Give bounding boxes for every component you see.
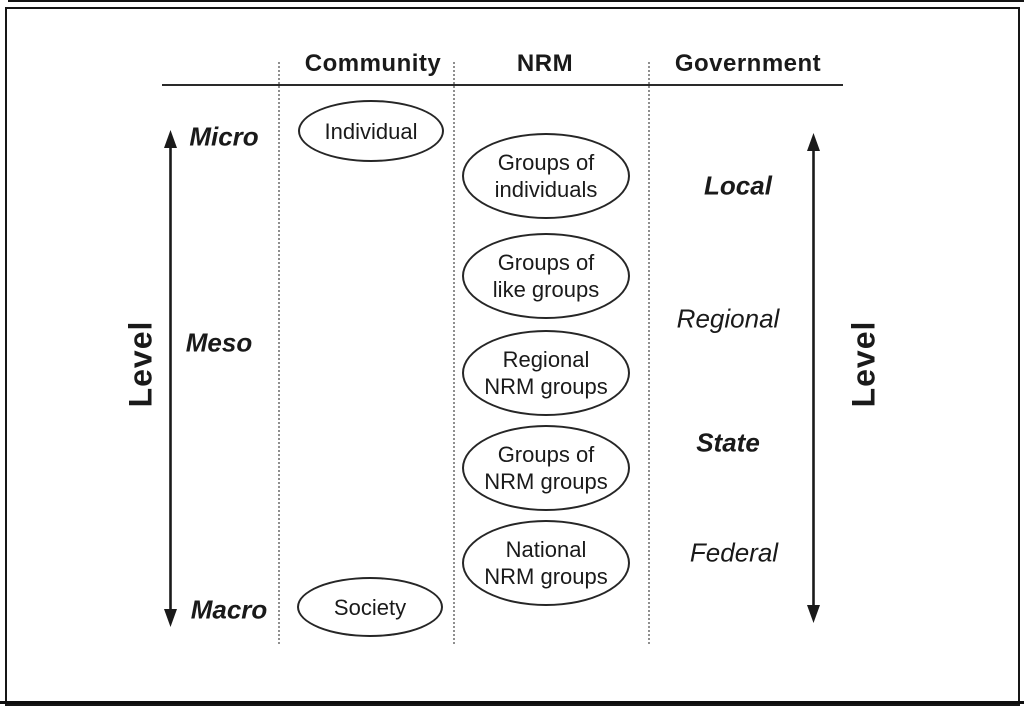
gov-label-regional: Regional (676, 303, 780, 334)
top-scan-line (8, 0, 1024, 2)
right-axis-caption: Level (845, 320, 882, 408)
level-label-macro: Macro (190, 594, 268, 625)
ellipse-groups-of-nrm-groups: Groups of NRM groups (462, 425, 630, 511)
ellipse-regional-nrm-groups-line2: NRM groups (484, 374, 608, 399)
left-level-arrow (164, 130, 177, 627)
column-divider-left (278, 62, 280, 644)
column-header-nrm: NRM (516, 50, 574, 77)
ellipse-groups-of-individuals-line2: individuals (494, 177, 598, 202)
ellipse-regional-nrm-groups: Regional NRM groups (462, 330, 630, 416)
ellipse-individual: Individual (298, 100, 444, 162)
column-header-government: Government (674, 50, 822, 77)
column-header-community: Community (304, 50, 442, 77)
ellipse-groups-of-like-groups: Groups of like groups (462, 233, 630, 319)
column-divider-middle (453, 62, 455, 644)
left-axis-caption: Level (122, 320, 159, 408)
gov-label-federal: Federal (689, 537, 779, 568)
ellipse-groups-of-like-groups-line2: like groups (492, 277, 600, 302)
ellipse-groups-of-nrm-groups-line1: Groups of (497, 442, 595, 467)
ellipse-groups-of-individuals: Groups of individuals (462, 133, 630, 219)
ellipse-individual-label: Individual (324, 118, 418, 144)
ellipse-regional-nrm-groups-line1: Regional (502, 347, 590, 372)
ellipse-groups-of-like-groups-line1: Groups of (497, 250, 595, 275)
column-divider-right (648, 62, 650, 644)
right-level-arrow (807, 133, 820, 623)
level-label-meso: Meso (185, 327, 253, 358)
level-label-micro: Micro (189, 121, 259, 152)
ellipse-national-nrm-groups-line1: National (505, 537, 587, 562)
header-rule (162, 84, 843, 86)
ellipse-groups-of-individuals-line1: Groups of (497, 150, 595, 175)
gov-label-local: Local (704, 170, 772, 201)
figure-border (5, 7, 1020, 706)
bottom-scan-line (0, 701, 1024, 704)
ellipse-society-label: Society (333, 594, 407, 620)
ellipse-national-nrm-groups-line2: NRM groups (484, 564, 608, 589)
ellipse-society: Society (297, 577, 443, 637)
ellipse-groups-of-nrm-groups-line2: NRM groups (484, 469, 608, 494)
ellipse-national-nrm-groups: National NRM groups (462, 520, 630, 606)
gov-label-state: State (696, 427, 760, 458)
